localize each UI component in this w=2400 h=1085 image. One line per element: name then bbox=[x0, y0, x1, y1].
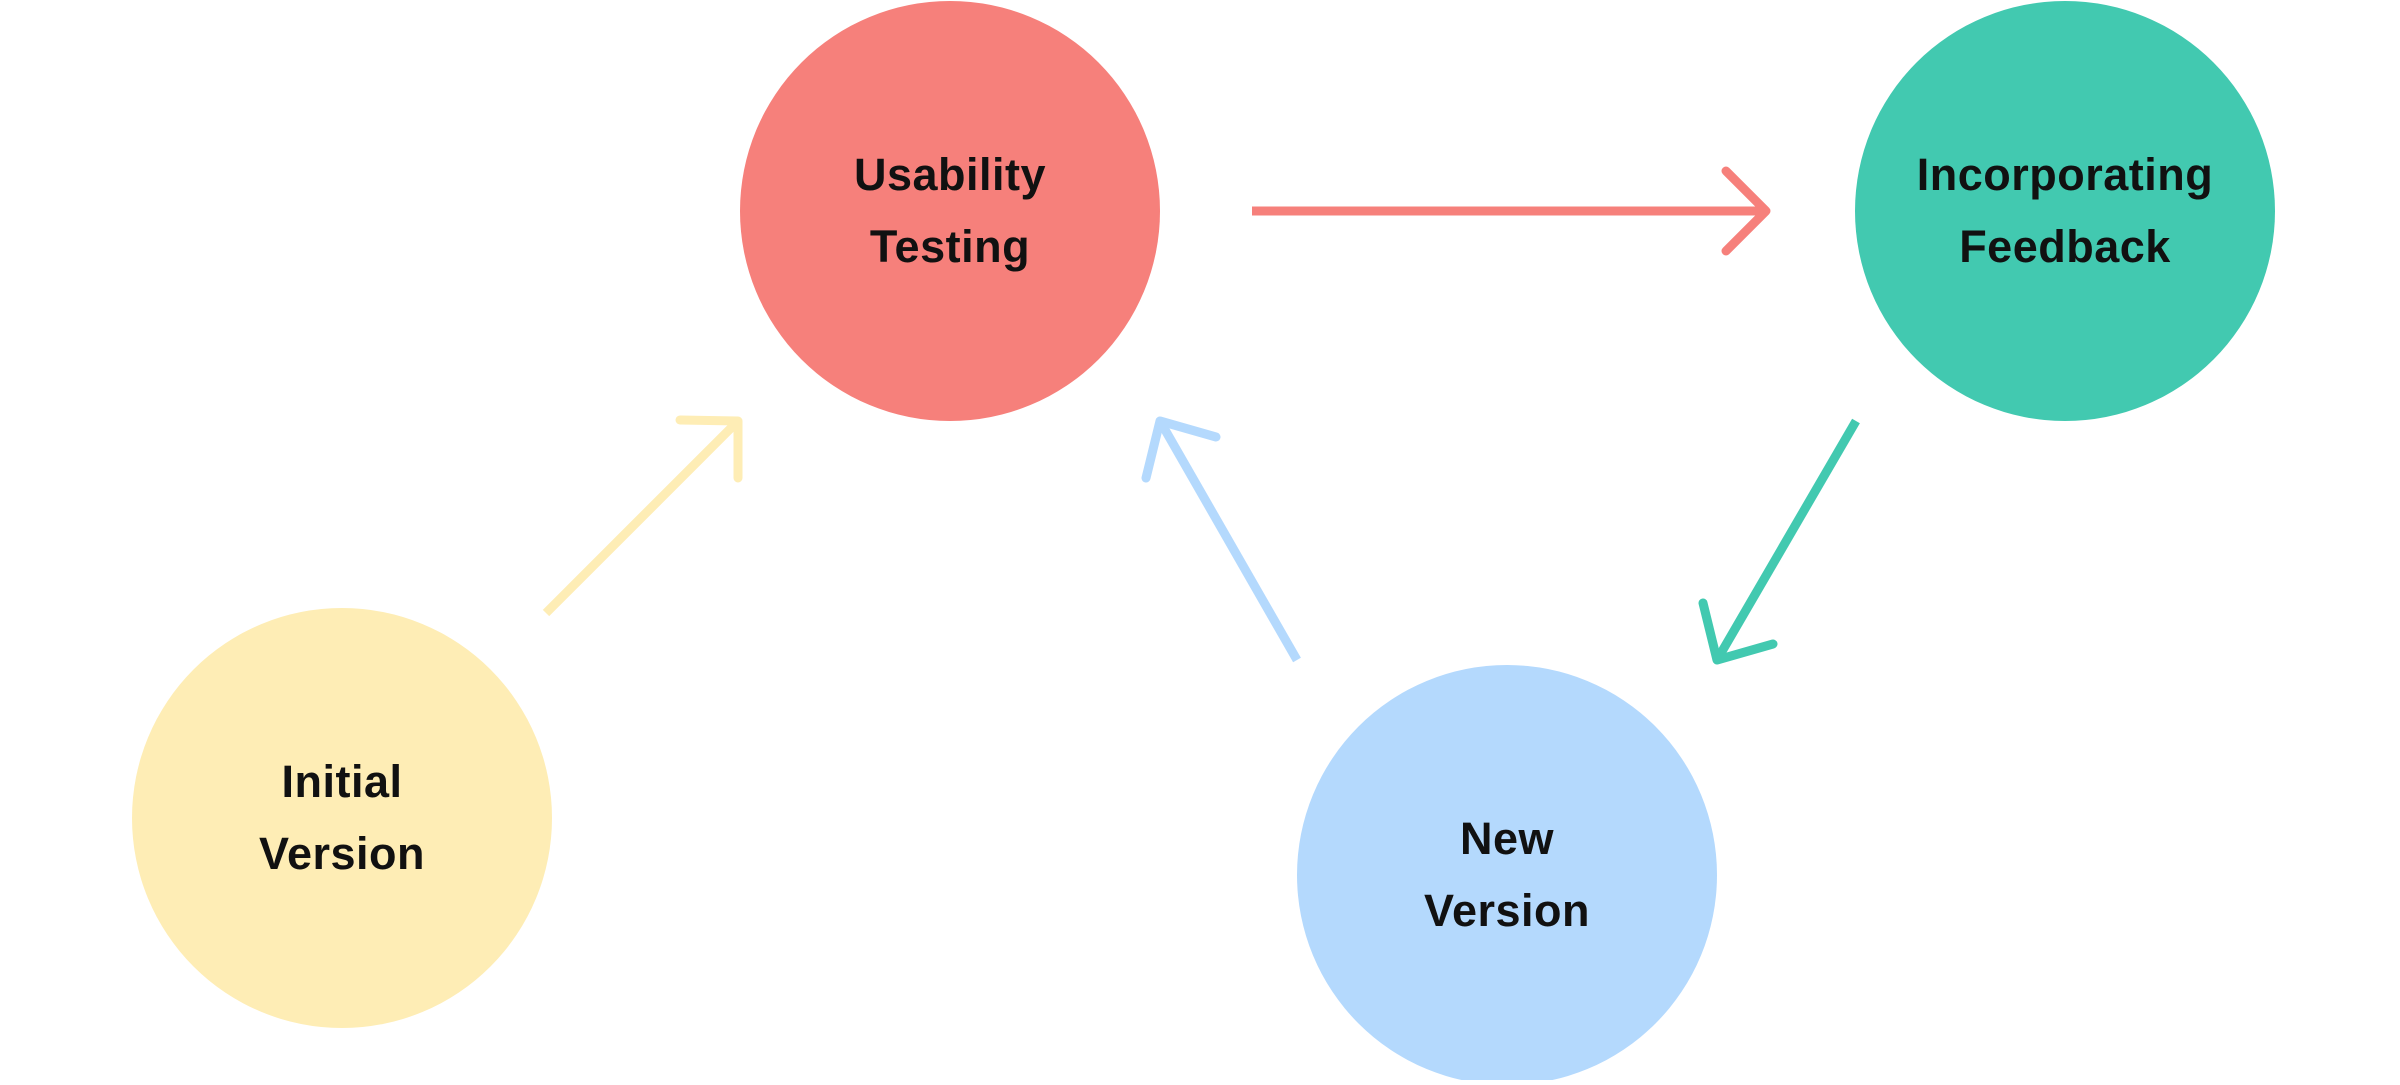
usability-testing-label-line-1: Usability bbox=[853, 149, 1047, 200]
usability-testing-label: Usability Testing bbox=[740, 1, 1160, 421]
arrow-new-to-testing bbox=[1141, 416, 1301, 663]
usability-testing-label-line-2: Testing bbox=[869, 221, 1031, 272]
arrow-testing-to-feedback bbox=[1252, 166, 1771, 256]
incorporating-feedback-label-line-2: Feedback bbox=[1959, 221, 2171, 272]
new-version-label: New Version bbox=[1297, 665, 1717, 1085]
initial-version-label-line-1: Initial bbox=[281, 756, 403, 807]
incorporating-feedback-label: Incorporating Feedback bbox=[1855, 1, 2275, 421]
arrow-initial-to-testing bbox=[542, 415, 743, 617]
new-version-label-line-2: Version bbox=[1423, 885, 1591, 936]
usability-testing-circle bbox=[740, 1, 1160, 421]
arrow-feedback-to-new bbox=[1698, 418, 1860, 665]
initial-version-label: Initial Version bbox=[132, 608, 552, 1028]
new-version-circle bbox=[1297, 665, 1717, 1080]
initial-version-label-line-2: Version bbox=[258, 828, 426, 879]
new-version-label-line-1: New bbox=[1459, 813, 1555, 864]
incorporating-feedback-circle bbox=[1855, 1, 2275, 421]
initial-version-circle bbox=[132, 608, 552, 1028]
incorporating-feedback-label-line-1: Incorporating bbox=[1916, 149, 2214, 200]
